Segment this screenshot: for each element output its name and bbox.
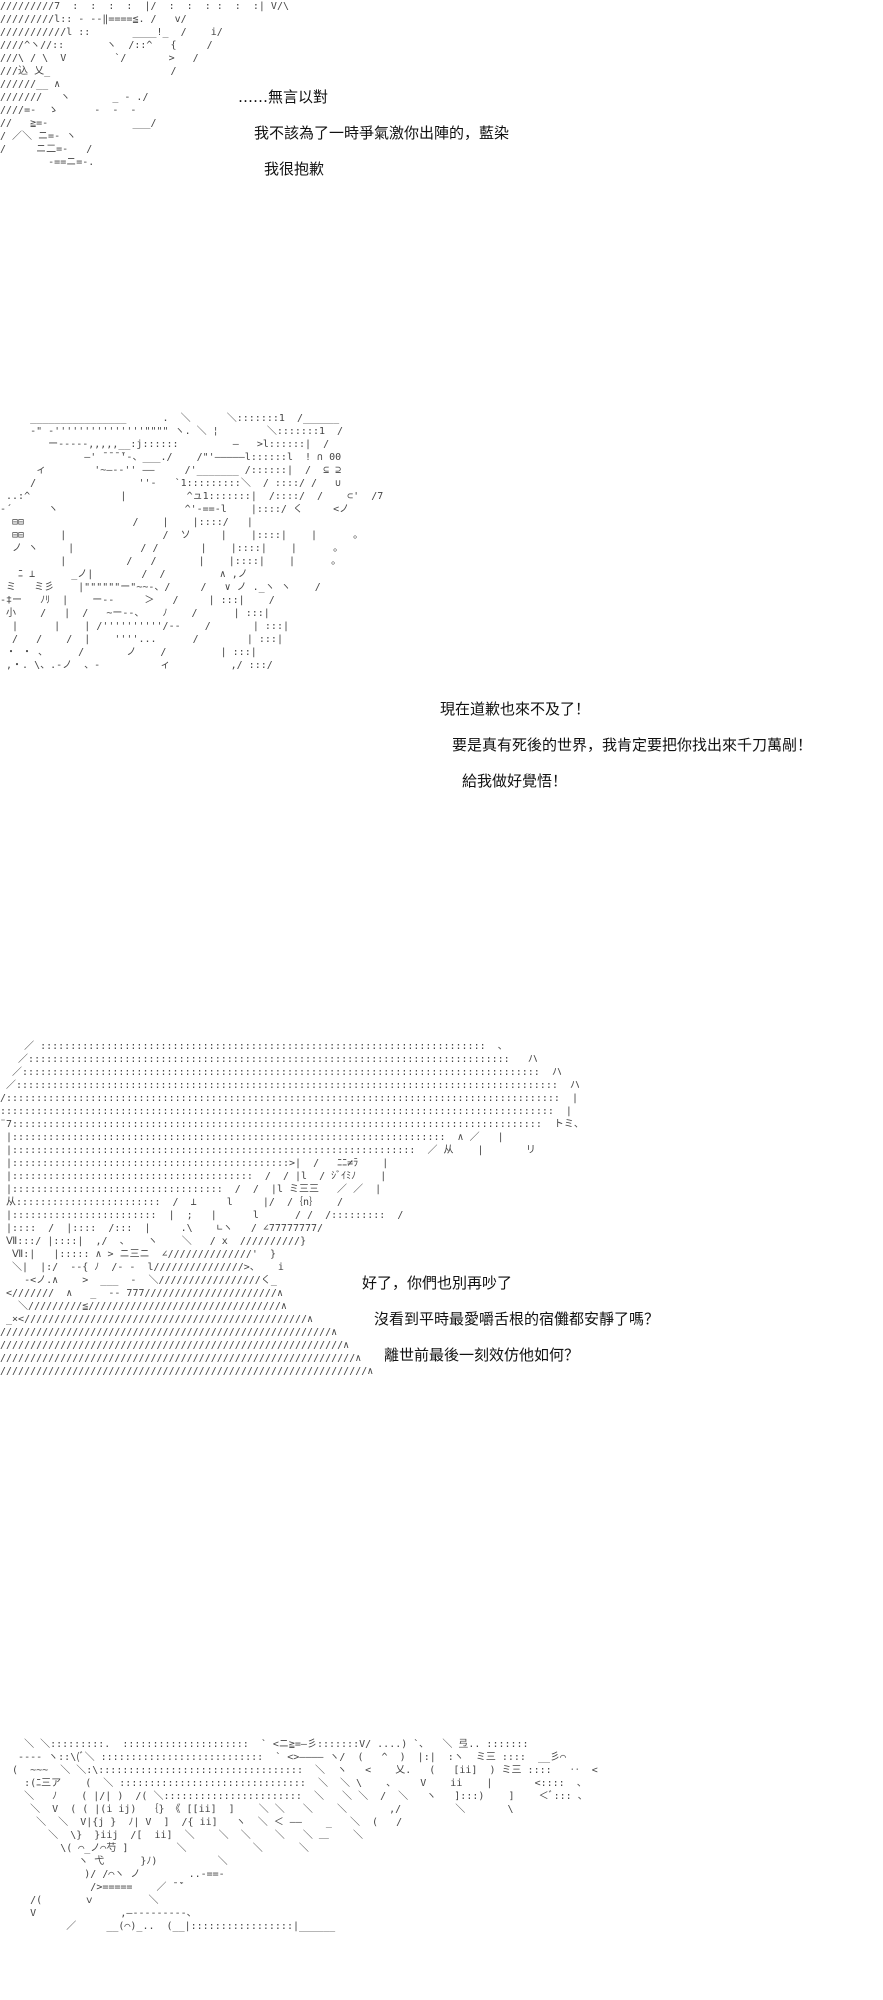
ascii-art-1: /////////7 : : : : |/ : : : : : :| V/\ /…: [0, 1, 289, 168]
panel-1: /////////7 : : : : |/ : : : : : :| V/\ /…: [0, 0, 883, 230]
dialogue-line: 沒看到平時最愛嚼舌根的宿儺都安靜了嗎？: [374, 1310, 660, 1328]
dialogue-line: 給我做好覺悟！: [462, 772, 568, 790]
dialogue-line: 我不該為了一時爭氣激你出陣的，藍染: [254, 124, 510, 142]
ascii-art-3: ／ ::::::::::::::::::::::::::::::::::::::…: [0, 1041, 584, 1377]
dialogue-line: 現在道歉也來不及了！: [440, 700, 591, 718]
dialogue-line: 好了，你們也別再吵了: [362, 1274, 513, 1292]
ascii-art-4: ＼ ＼:::::::::. ::::::::::::::::::::: ` <ニ…: [12, 1739, 598, 1932]
dialogue-line: 我很抱歉: [264, 160, 325, 178]
ascii-art-2: ________________ . ＼ ＼:::::::1 /______ -…: [0, 413, 384, 671]
panel-2: ________________ . ＼ ＼:::::::1 /______ -…: [0, 412, 883, 852]
dialogue-line: 離世前最後一刻效仿他如何？: [384, 1346, 580, 1364]
dialogue-line: 要是真有死後的世界，我肯定要把你找出來千刀萬剮！: [452, 736, 813, 754]
panel-4: ＼ ＼:::::::::. ::::::::::::::::::::: ` <ニ…: [0, 1738, 883, 2000]
dialogue-line: ……無言以對: [238, 88, 329, 106]
panel-3: ／ ::::::::::::::::::::::::::::::::::::::…: [0, 1040, 883, 1560]
